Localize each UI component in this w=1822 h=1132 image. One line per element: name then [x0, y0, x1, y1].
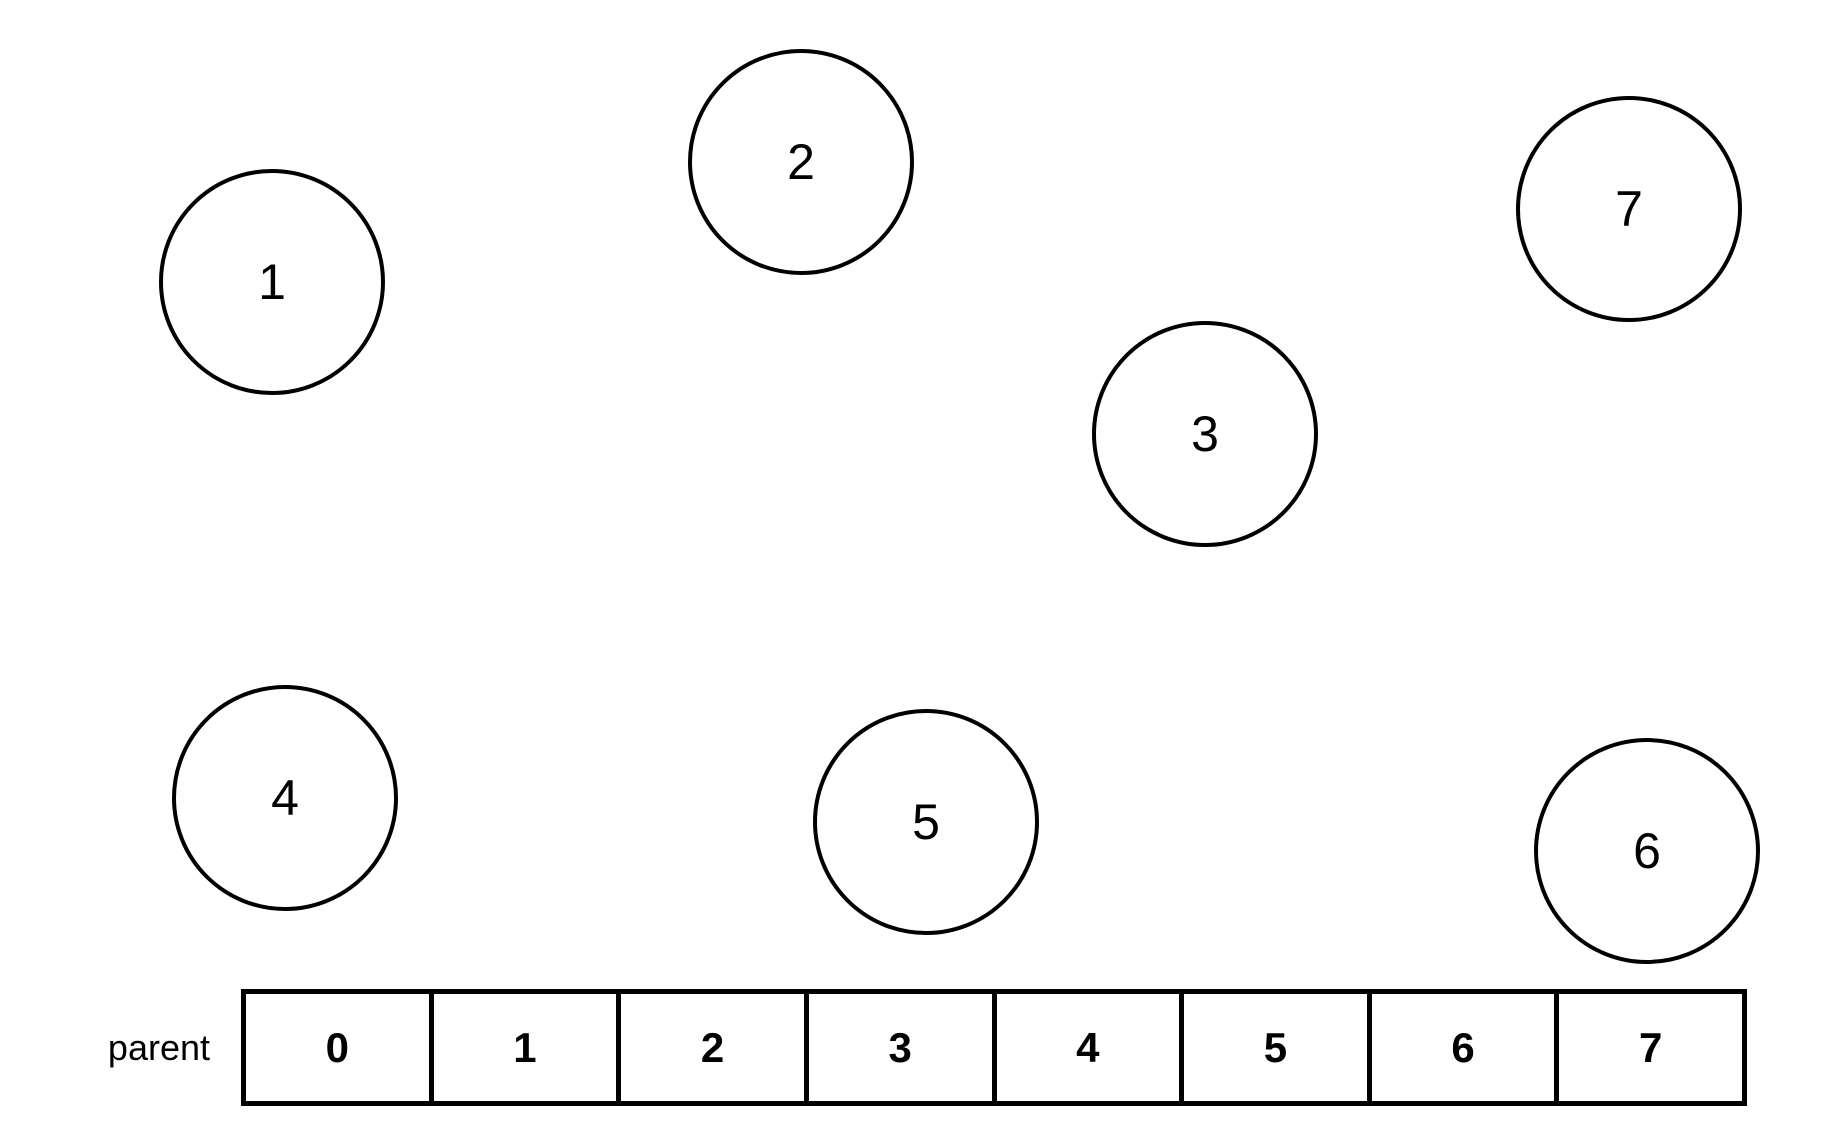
- set-node-5: 5: [813, 709, 1039, 935]
- parent-array-cell-7: 7: [1554, 994, 1742, 1101]
- set-node-3: 3: [1092, 321, 1318, 547]
- set-node-7: 7: [1516, 96, 1742, 322]
- parent-array-cell-2: 2: [616, 994, 804, 1101]
- node-7-label: 7: [1615, 181, 1643, 237]
- parent-array-cell-3: 3: [803, 994, 992, 1101]
- parent-array: 0 1 2 3 4 5 6 7: [241, 989, 1747, 1106]
- set-node-4: 4: [172, 685, 398, 911]
- parent-array-cell-5: 5: [1179, 994, 1367, 1101]
- set-node-6: 6: [1534, 738, 1760, 964]
- parent-array-cell-6-value: 6: [1451, 1023, 1475, 1071]
- parent-array-cell-0: 0: [246, 994, 429, 1101]
- node-1-label: 1: [258, 254, 286, 310]
- parent-array-cell-5-value: 5: [1263, 1023, 1288, 1071]
- parent-array-cell-4: 4: [991, 994, 1180, 1101]
- node-2-label: 2: [787, 134, 815, 190]
- node-5-label: 5: [912, 794, 940, 850]
- parent-array-cell-1-value: 1: [513, 1023, 537, 1071]
- node-6-label: 6: [1633, 823, 1661, 879]
- set-node-2: 2: [688, 49, 914, 275]
- parent-array-cell-1: 1: [428, 994, 617, 1101]
- set-node-1: 1: [159, 169, 385, 395]
- parent-array-cell-3-value: 3: [888, 1023, 912, 1071]
- node-3-label: 3: [1191, 406, 1219, 462]
- parent-array-cell-4-value: 4: [1076, 1023, 1100, 1071]
- parent-array-cell-6: 6: [1366, 994, 1555, 1101]
- parent-array-cell-7-value: 7: [1639, 1023, 1663, 1071]
- parent-array-label: parent: [107, 1026, 210, 1068]
- parent-array-cell-2-value: 2: [700, 1023, 725, 1071]
- node-4-label: 4: [271, 770, 299, 826]
- parent-array-cell-0-value: 0: [325, 1023, 349, 1071]
